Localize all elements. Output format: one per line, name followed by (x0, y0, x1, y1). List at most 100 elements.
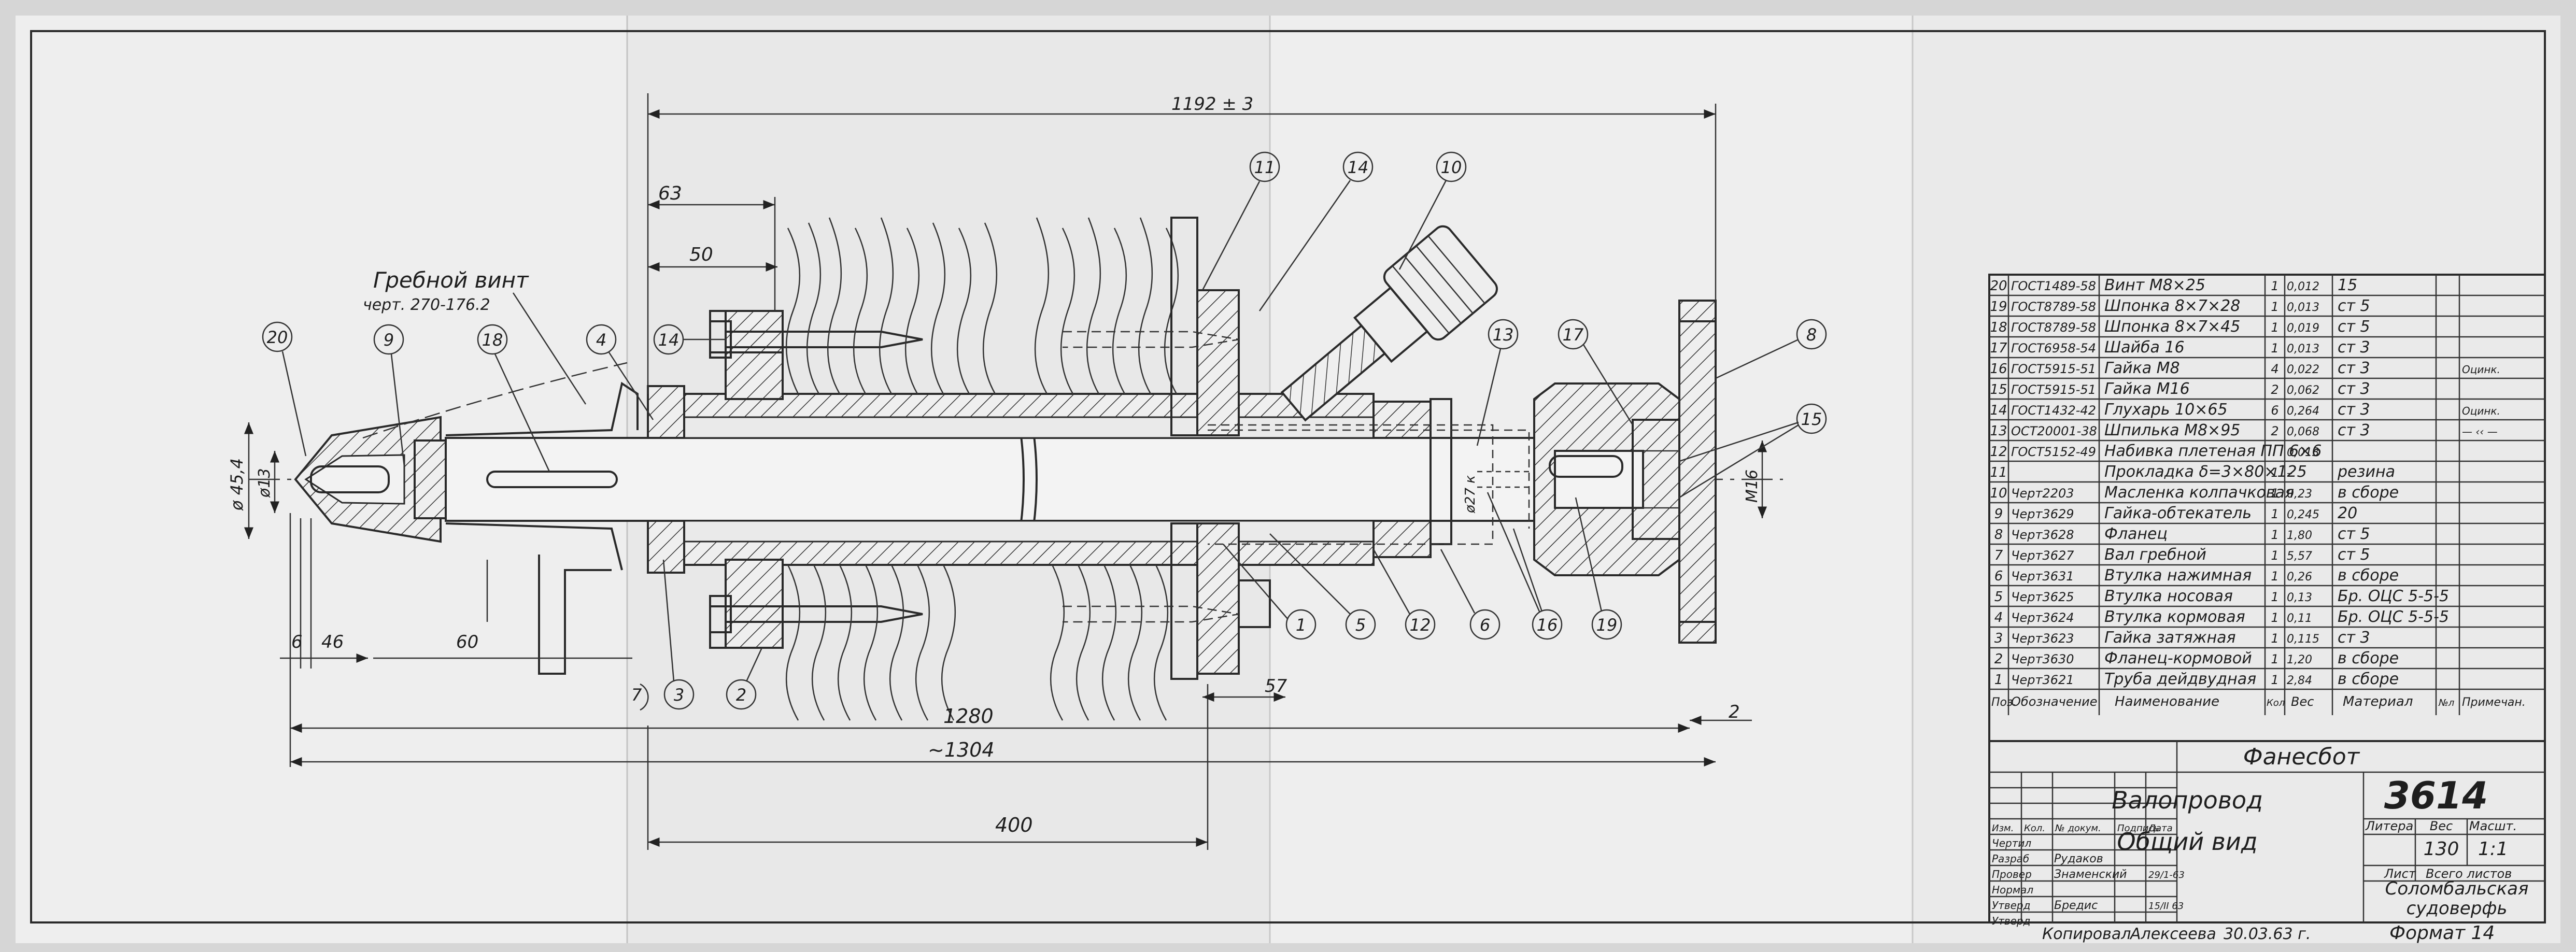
org-line-2: судоверфь (2407, 898, 2508, 919)
spec-cell-note: — ‹‹ — (2462, 425, 2498, 438)
spec-cell-mat: ст 5 (2338, 546, 2370, 564)
spec-cell-mat: ст 3 (2338, 380, 2370, 398)
spec-cell-name: Глухарь 10×65 (2104, 401, 2228, 419)
svg-text:17: 17 (1563, 325, 1584, 345)
spec-cell-ref: ГОСТ5915-51 (2011, 382, 2096, 397)
dim-6: 6 (291, 632, 303, 652)
balloon-5: 5 (1269, 533, 1376, 640)
dim-50: 50 (689, 244, 713, 265)
balloon-14-right: 14 (1258, 151, 1374, 311)
balloon-9: 9 (373, 324, 405, 467)
spec-cell-qty: 1 (2271, 341, 2278, 356)
dim-phi454: ø 45,4 (227, 458, 247, 511)
tb-name: Знаменский (2054, 868, 2127, 881)
svg-text:10: 10 (1441, 158, 1462, 177)
spec-cell-ref: Черт3629 (2011, 507, 2074, 521)
spec-cell-pos: 1 (1994, 672, 2003, 688)
bow-flange-upper (1196, 289, 1240, 436)
dim-60: 60 (456, 632, 478, 652)
spec-cell-pos: 7 (1994, 548, 2003, 563)
spec-cell-mass: 2,84 (2287, 674, 2312, 687)
spec-cell-name: Гайка М8 (2104, 359, 2180, 377)
dim-1304: ~1304 (928, 738, 995, 761)
spec-cell-name: Фланец-кормовой (2104, 649, 2252, 667)
spec-cell-mat: 20 (2338, 504, 2357, 522)
balloon-3: 3 (662, 559, 695, 710)
balloon-16: 16 (1487, 492, 1563, 640)
dim-63: 63 (658, 183, 682, 204)
spec-cell-name: Шпонка 8×7×28 (2104, 297, 2240, 315)
copied-label: Копировал (2042, 925, 2131, 943)
balloon-15: 15 (1679, 403, 1827, 499)
spec-cell-qty: 2 (2271, 382, 2278, 397)
spec-cell-mass: 0,019 (2287, 322, 2319, 335)
keel-wood-section (785, 217, 1179, 721)
spec-cell-mat: ст 3 (2338, 421, 2370, 439)
spec-cell-name: Винт М8×25 (2104, 276, 2205, 294)
svg-text:11: 11 (1254, 158, 1276, 177)
spec-cell-ref: Черт3630 (2011, 652, 2074, 666)
spec-header-note: Примечан. (2462, 696, 2526, 709)
spec-header-mat: Материал (2343, 694, 2413, 709)
spec-cell-mass: – (2287, 467, 2292, 480)
spec-cell-pos: 9 (1994, 506, 2003, 522)
spec-cell-name: Шайба 16 (2104, 338, 2185, 357)
spec-cell-mat: в сборе (2338, 566, 2399, 585)
spec-cell-mat: Бр. ОЦС 5-5-5 (2338, 587, 2449, 605)
tb-col-label: Подпись (2117, 823, 2159, 834)
balloon-20: 20 (262, 321, 307, 457)
sheet-label: Лист (2384, 866, 2416, 881)
svg-text:12: 12 (1410, 615, 1431, 635)
tb-role: Утверд (1992, 915, 2030, 927)
product-name: Фанесбот (2243, 744, 2360, 770)
spec-cell-qty: 1 (2271, 300, 2278, 314)
svg-text:14: 14 (658, 330, 680, 350)
svg-text:9: 9 (384, 330, 394, 350)
spec-header-ref: Обозначение (2011, 694, 2098, 709)
svg-text:19: 19 (1596, 615, 1618, 635)
spec-cell-ref: Черт2203 (2011, 486, 2074, 501)
balloon-12: 12 (1372, 549, 1436, 640)
spec-cell-pos: 11 (1990, 465, 2007, 480)
spec-cell-name: Масленка колпачковая (2104, 484, 2294, 502)
spec-header-qty: Кол (2267, 698, 2285, 708)
spec-cell-qty: 2 (2271, 424, 2278, 438)
spec-cell-qty: 1 (2271, 610, 2278, 625)
dimensions: 1192 ± 3 63 50 1280 ~1304 400 57 6 46 60… (227, 93, 1767, 850)
spec-cell-qty: 1 (2271, 652, 2278, 666)
title-line-2: Общий вид (2117, 828, 2257, 856)
spec-cell-mass: 0,013 (2287, 446, 2319, 459)
spec-cell-qty: 1 (2271, 631, 2278, 646)
spec-cell-pos: 8 (1994, 527, 2003, 543)
tb-date: 15/II 63 (2148, 901, 2184, 912)
spec-cell-ref: ГОСТ6958-54 (2011, 341, 2096, 356)
spec-cell-pos: 6 (1994, 569, 2003, 584)
spec-cell-pos: 13 (1990, 423, 2007, 439)
dim-overall: 1192 ± 3 (1171, 94, 1253, 115)
balloon-13: 13 (1476, 319, 1519, 446)
dim-phi27: ø27 к (1463, 475, 1478, 514)
spec-cell-name: Гайка М16 (2104, 380, 2190, 398)
spec-cell-pos: 18 (1990, 320, 2007, 335)
spec-cell-ref: Черт3625 (2011, 590, 2074, 604)
balloon-1: 1 (1223, 544, 1317, 640)
spec-cell-qty: 4 (2271, 362, 2278, 376)
mass-label: Вес (2430, 819, 2453, 833)
dim-phi13: ø13 (256, 468, 274, 498)
spec-header-mass: Вес (2291, 694, 2314, 709)
svg-text:16: 16 (1537, 615, 1558, 635)
tb-role: Провер (1992, 868, 2032, 880)
spec-cell-mass: 0,245 (2287, 508, 2319, 521)
spec-cell-mass: 5,57 (2287, 550, 2312, 563)
scale-label: Масшт. (2469, 819, 2517, 833)
spec-cell-mass: 0,068 (2287, 425, 2319, 438)
balloon-6: 6 (1440, 549, 1501, 640)
svg-text:14: 14 (1348, 158, 1369, 177)
svg-text:6: 6 (1480, 615, 1490, 635)
spec-cell-ref: Черт3621 (2011, 673, 2074, 687)
spec-cell-ref: ГОСТ5152-49 (2011, 445, 2096, 459)
scale-value: 1:1 (2478, 839, 2508, 860)
spec-cell-mat: в сборе (2338, 649, 2399, 667)
spec-cell-name: Фланец (2104, 525, 2168, 543)
